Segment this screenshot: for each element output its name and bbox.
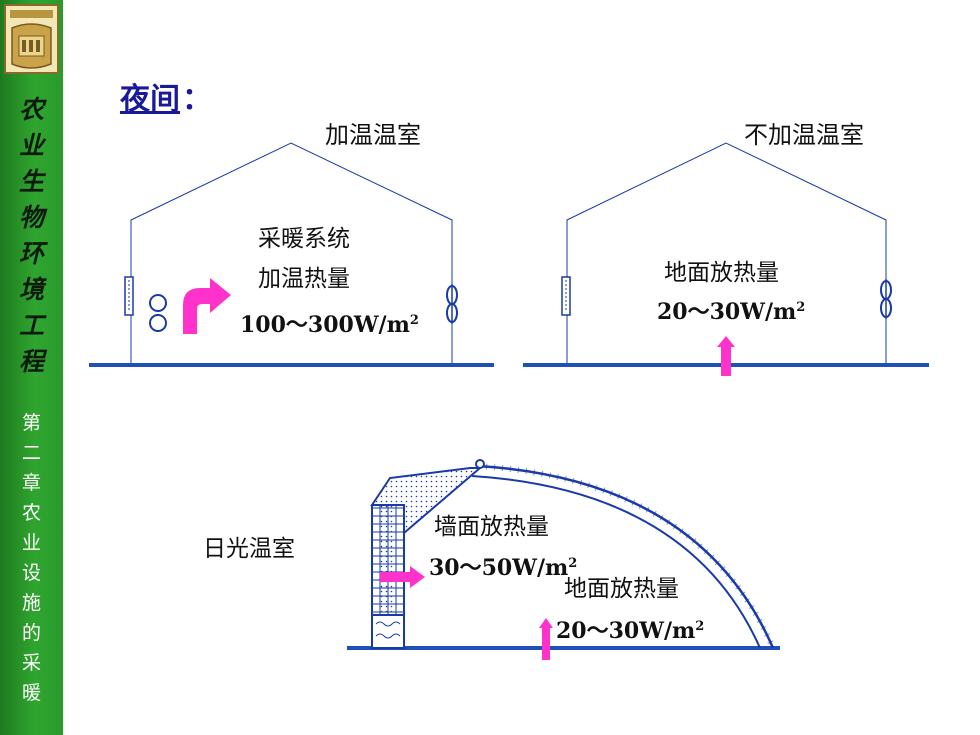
solar-ground-heat-arrow <box>539 618 553 660</box>
solar-wall-label: 墙面放热量 <box>434 514 549 540</box>
sidebar-char: 工 <box>18 311 44 340</box>
sidebar-char: 的 <box>21 622 41 644</box>
solar-ground-value: 20～30W/m2 <box>556 618 704 644</box>
sidebar-char: 采 <box>21 652 41 674</box>
solar-ground-label: 地面放热量 <box>564 576 679 602</box>
university-logo-icon <box>4 4 59 74</box>
sidebar: 农业生物环境工程 第二章农业设施的采暖 <box>0 0 63 735</box>
solar-wall-value: 30～50W/m2 <box>429 555 577 581</box>
heated-label: 加温温室 <box>325 121 421 149</box>
sidebar-char: 暖 <box>21 682 41 704</box>
heated-heat-flow-arrow <box>183 278 231 334</box>
solar-front-roof-inner <box>471 475 761 649</box>
chapter-title-vertical: 第二章农业设施的采暖 <box>0 408 63 708</box>
sidebar-char: 施 <box>21 592 41 614</box>
unheated-greenhouse: 不加温温室 地面放热量 20～30W/m2 <box>523 121 929 376</box>
solar-wall-heat-arrow <box>380 566 425 588</box>
sidebar-char: 物 <box>18 203 44 232</box>
heated-fan-icon <box>446 284 458 324</box>
solar-wall-foundation <box>371 614 405 649</box>
sidebar-char: 生 <box>18 167 44 196</box>
sidebar-char: 业 <box>21 532 41 554</box>
unheated-ground-label: 地面放热量 <box>664 260 779 286</box>
solar-wall-insulation <box>379 504 397 616</box>
sidebar-char: 程 <box>18 347 44 376</box>
sidebar-char: 环 <box>18 239 44 268</box>
course-title-vertical: 农业生物环境工程 <box>0 92 63 380</box>
solar-label: 日光温室 <box>203 536 295 562</box>
sidebar-char: 农 <box>18 95 44 124</box>
heated-boiler-icon-bottom <box>149 314 167 332</box>
sidebar-char: 第 <box>21 412 41 434</box>
sidebar-char: 农 <box>21 502 41 524</box>
heated-greenhouse: 加温温室 采暖系统 加温热量 100～300W/m2 <box>89 121 494 367</box>
unheated-fan-icon <box>880 279 892 319</box>
solar-greenhouse: 日光温室 墙面放热量 30～50W/m2 地面放热量 20～30W/m2 <box>203 459 780 660</box>
heated-greenhouse-outline <box>130 142 453 365</box>
heated-system-line1: 采暖系统 <box>258 226 350 252</box>
sidebar-char: 设 <box>21 562 41 584</box>
sidebar-char: 二 <box>21 442 41 464</box>
slide-heading: 夜间 <box>119 82 180 117</box>
unheated-label: 不加温温室 <box>744 121 864 149</box>
heated-boiler-icon-top <box>149 294 167 312</box>
heated-system-line2: 加温热量 <box>258 266 350 292</box>
sidebar-char: 章 <box>21 472 41 494</box>
unheated-ground-heat-arrow <box>717 336 735 376</box>
solar-ridge-pulley-icon <box>475 459 485 469</box>
heated-value: 100～300W/m2 <box>240 312 419 338</box>
sidebar-char: 境 <box>18 275 44 304</box>
slide-heading-colon: ： <box>182 82 212 117</box>
sidebar-char: 业 <box>18 131 44 160</box>
unheated-greenhouse-outline <box>566 142 887 365</box>
unheated-value: 20～30W/m2 <box>657 299 805 325</box>
